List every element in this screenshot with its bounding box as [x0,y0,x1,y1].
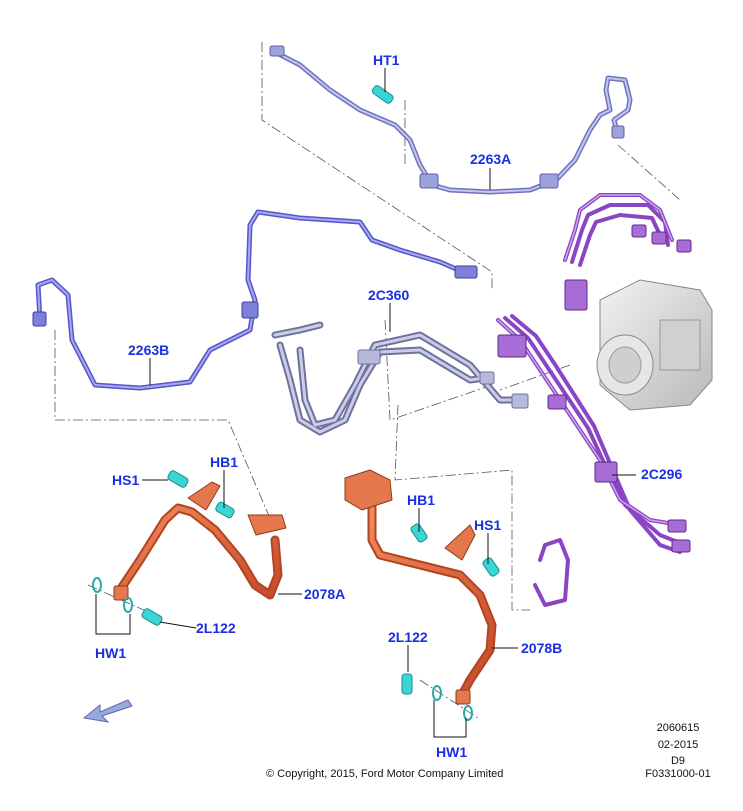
callout-hb1-left: HB1 [210,454,239,470]
brake-hose-2078a [113,481,287,601]
callout-2c360: 2C360 [368,287,410,303]
code-number: 2060615 [656,722,700,734]
callout-2078b: 2078B [521,640,563,656]
callout-ht1: HT1 [373,52,400,68]
copyright-notice: © Copyright, 2015, Ford Motor Company Li… [266,768,504,780]
front-direction-arrow-icon [82,699,133,723]
figure-id: F0331000-01 [645,768,711,780]
cyan-hardware [92,470,500,721]
callout-2078a: 2078A [304,586,346,602]
revision-date: 02-2015 [657,739,699,751]
ht1-clip [371,85,394,104]
brake-line-2263b [32,209,478,391]
callout-2c296: 2C296 [641,466,683,482]
callout-2263a: 2263A [470,151,512,167]
callout-hw1-right: HW1 [436,744,468,760]
callout-hw1-left: HW1 [95,645,127,661]
tube-bundle-2c296 [496,193,692,607]
callout-hb1-right: HB1 [407,492,436,508]
brake-hose-2078b [344,469,497,705]
callout-2l122-left: 2L122 [196,620,236,636]
brake-line-2263a [269,45,633,195]
revision-code: D9 [670,755,686,767]
callout-hs1-left: HS1 [112,472,140,488]
tube-bundle-2c360 [271,321,529,436]
callout-2263b: 2263B [128,342,170,358]
callout-hs1-right: HS1 [474,517,502,533]
callout-2l122-right: 2L122 [388,629,428,645]
abs-module [596,279,713,411]
leader-lines [95,68,636,738]
